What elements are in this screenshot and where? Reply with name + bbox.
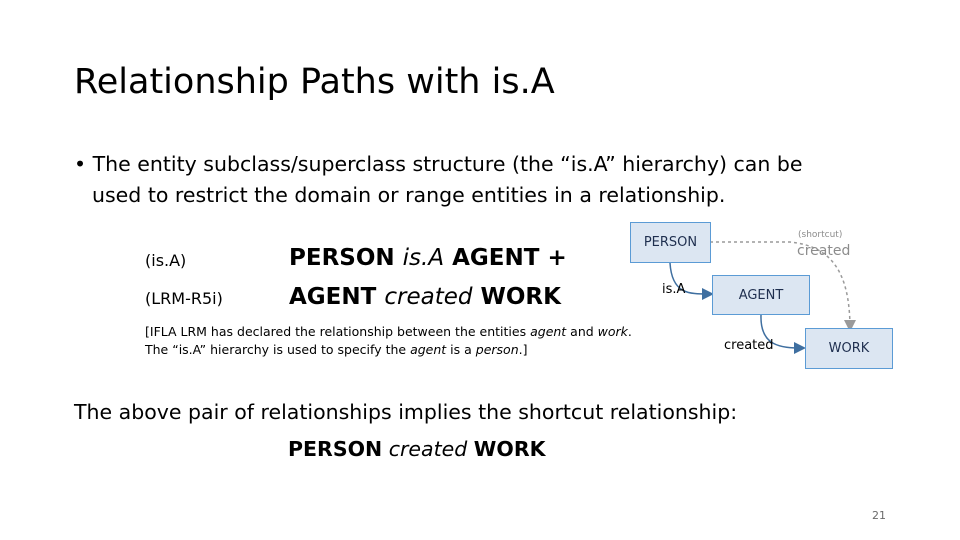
note-work: work [597, 324, 628, 339]
bullet-marker: • [74, 152, 87, 176]
relation-1: PERSON is.A AGENT + [289, 245, 567, 271]
note-text-part: . [627, 324, 632, 339]
isa-edge-label: is.A [662, 282, 686, 297]
created-edge-label: created [724, 338, 774, 353]
relation-1-object: AGENT + [452, 245, 567, 271]
note-agent: agent [530, 324, 567, 339]
agent-box: AGENT [712, 275, 810, 315]
note-text-part: is a [446, 342, 476, 357]
note-text: [IFLA LRM has declared the relationship … [145, 323, 632, 359]
relation-1-subject: PERSON [289, 245, 395, 271]
note-text-part: [IFLA LRM has declared the relationship … [145, 324, 531, 339]
relation-2-predicate: created [384, 284, 473, 310]
conclusion-object: WORK [473, 437, 546, 461]
note-text-part: .] [518, 342, 528, 357]
relation-2: AGENT created WORK [289, 284, 561, 310]
conclusion-line-2: PERSON created WORK [74, 431, 737, 468]
shortcut-arrow [710, 241, 856, 332]
person-box: PERSON [630, 222, 711, 263]
page-number: 21 [872, 509, 886, 522]
bullet-line-2: used to restrict the domain or range ent… [92, 183, 726, 207]
note-text-part: and [566, 324, 598, 339]
relation-2-subject: AGENT [289, 284, 377, 310]
note-line-2: The “is.A” hierarchy is used to specify … [145, 341, 632, 359]
conclusion-predicate: created [388, 437, 468, 461]
note-line-1: [IFLA LRM has declared the relationship … [145, 323, 632, 341]
label-isa: (is.A) [145, 251, 187, 270]
conclusion-subject: PERSON [288, 437, 383, 461]
bullet-text: • The entity subclass/superclass structu… [74, 149, 802, 211]
slide-title: Relationship Paths with is.A [74, 62, 555, 102]
isa-arrow [669, 262, 714, 301]
conclusion-text: The above pair of relationships implies … [74, 394, 737, 468]
created-arrow [760, 314, 806, 354]
shortcut-created-label: created [797, 243, 851, 259]
relation-2-object: WORK [480, 284, 561, 310]
relation-1-predicate: is.A [402, 245, 445, 271]
note-text-part: The “is.A” hierarchy is used to specify … [145, 342, 411, 357]
conclusion-line-1: The above pair of relationships implies … [74, 400, 738, 424]
label-lrm: (LRM-R5i) [145, 289, 223, 308]
note-person: person [475, 342, 519, 357]
note-agent: agent [410, 342, 447, 357]
shortcut-label: (shortcut) [798, 230, 843, 240]
work-box: WORK [805, 328, 893, 369]
bullet-line-1: The entity subclass/superclass structure… [92, 152, 803, 176]
